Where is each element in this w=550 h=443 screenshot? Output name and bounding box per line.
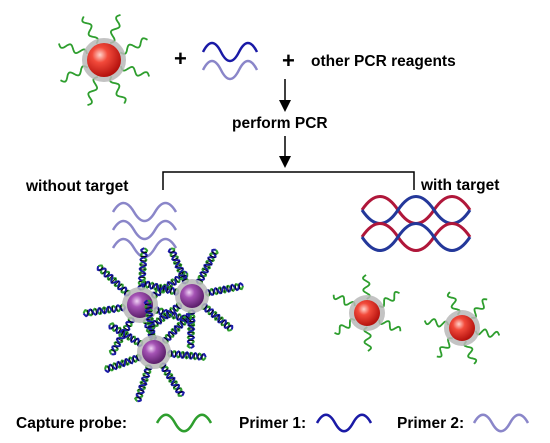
aggregated-nanoparticles: [82, 247, 244, 403]
capture-probe-legend-icon: [155, 413, 213, 433]
dispersed-nanoparticle: [423, 291, 501, 365]
dispersed-nanoparticle: [332, 274, 402, 352]
legend-capture-probe-label: Capture probe:: [16, 415, 127, 432]
perform-pcr-label: perform PCR: [232, 115, 328, 132]
plus-sign-1: +: [174, 46, 187, 71]
branch-bracket: [162, 171, 415, 190]
other-reagents-label: other PCR reagents: [311, 53, 456, 70]
without-target-label: without target: [25, 178, 128, 195]
primer-pair-icon: [201, 41, 259, 81]
primer1-legend-icon: [315, 413, 373, 433]
pcr-product-icon: [360, 195, 472, 252]
legend-primer1-label: Primer 1:: [239, 415, 306, 432]
primer2-legend-icon: [472, 413, 530, 433]
plus-sign-2: +: [282, 48, 295, 73]
legend-primer2-label: Primer 2:: [397, 415, 464, 432]
with-target-label: with target: [420, 177, 499, 194]
capture-probe-nanoparticle: [58, 14, 150, 106]
